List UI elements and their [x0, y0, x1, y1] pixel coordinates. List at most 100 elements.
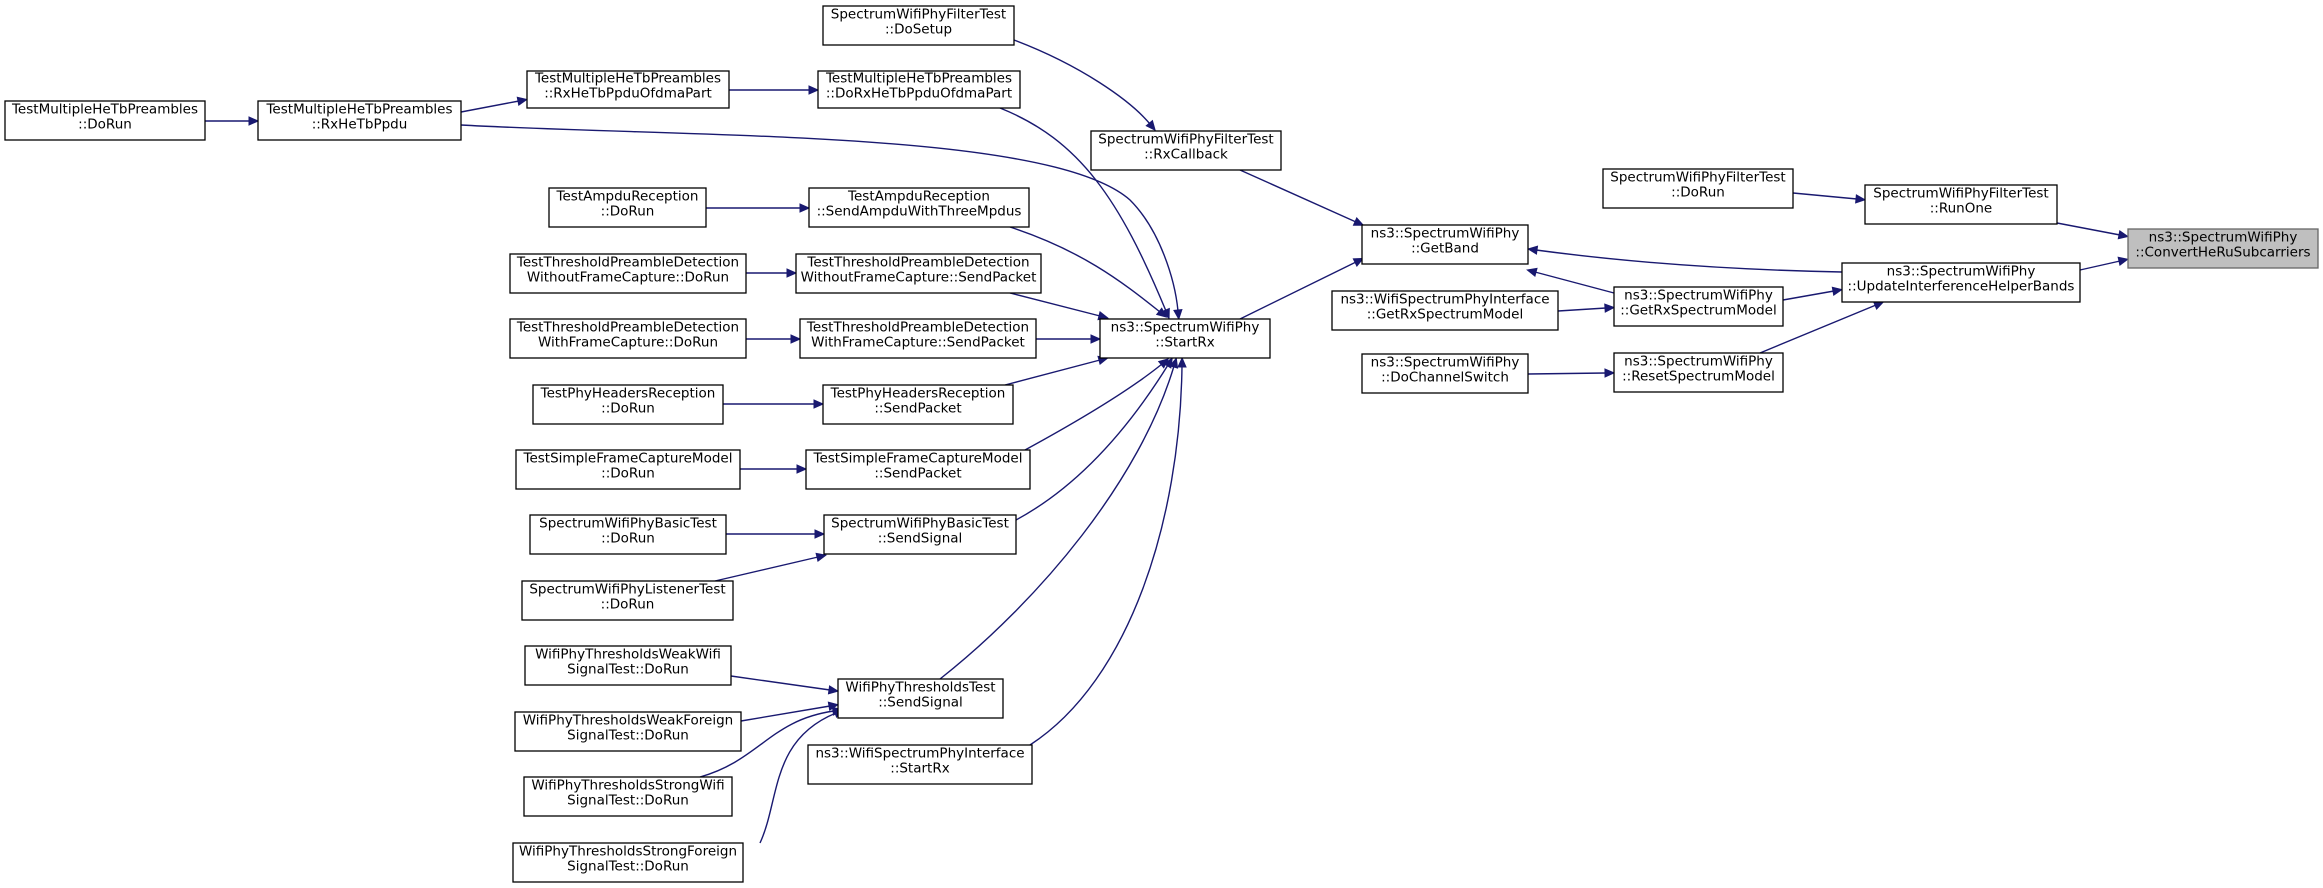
edge-ttwo_dorun-to-ttwo_send	[746, 268, 798, 278]
node-label-line: SpectrumWifiPhyFilterTest	[831, 7, 1006, 23]
edge-line	[1024, 363, 1163, 451]
node-label-line: ::GetRxSpectrumModel	[1367, 307, 1523, 323]
node-ttw-dorun[interactable]: TestThresholdPreambleDetectionWithFrameC…	[509, 318, 747, 359]
node-swp-convert[interactable]: ns3::SpectrumWifiPhy::ConvertHeRuSubcarr…	[2127, 228, 2319, 269]
node-label-line: TestThresholdPreambleDetection	[516, 255, 739, 271]
node-mh-rxofdma[interactable]: TestMultipleHeTbPreambles::RxHeTbPpduOfd…	[526, 70, 730, 109]
edge-ttwo_send-to-swp_startrx	[1009, 292, 1109, 321]
node-box	[808, 187, 1030, 228]
node-swp-reset[interactable]: ns3::SpectrumWifiPhy::ResetSpectrumModel	[1613, 352, 1784, 393]
node-label-line: ::DoRxHeTbPpduOfdmaPart	[826, 86, 1012, 102]
edge-line	[1239, 169, 1357, 223]
node-label-line: ::DoRun	[1671, 185, 1725, 201]
edge-swb_send-to-swp_startrx	[1015, 357, 1173, 521]
node-mh-dorun[interactable]: TestMultipleHeTbPreambles::DoRun	[4, 100, 206, 141]
node-wtwf-dorun[interactable]: WifiPhyThresholdsWeakForeignSignalTest::…	[514, 711, 742, 752]
edge-line	[699, 710, 835, 778]
node-label-line: TestMultipleHeTbPreambles	[265, 102, 452, 118]
edge-ttw_dorun-to-ttw_send	[746, 334, 802, 344]
node-sfc-send[interactable]: TestSimpleFrameCaptureModel::SendPacket	[805, 449, 1031, 490]
node-sf-dorun[interactable]: SpectrumWifiPhyFilterTest::DoRun	[1602, 168, 1794, 209]
edge-line	[1009, 226, 1161, 313]
node-ta-send[interactable]: TestAmpduReception::SendAmpduWithThreeMp…	[808, 187, 1030, 228]
arrowhead	[827, 685, 840, 695]
node-box	[822, 5, 1015, 46]
edge-line	[714, 556, 819, 582]
node-ta-dorun[interactable]: TestAmpduReception::DoRun	[548, 187, 707, 228]
node-label-line: ::RxHeTbPpduOfdmaPart	[544, 86, 712, 102]
node-label-line: WifiPhyThresholdsWeakWifi	[535, 647, 721, 663]
arrowhead	[1526, 245, 1539, 255]
node-box	[548, 187, 707, 228]
node-wspi-getrx[interactable]: ns3::WifiSpectrumPhyInterface::GetRxSpec…	[1331, 290, 1559, 331]
node-box	[795, 253, 1042, 294]
node-label-line: ::UpdateInterferenceHelperBands	[1848, 279, 2075, 295]
node-swp-update[interactable]: ns3::SpectrumWifiPhy::UpdateInterference…	[1841, 262, 2081, 303]
node-swp-getband[interactable]: ns3::SpectrumWifiPhy::GetBand	[1361, 224, 1529, 265]
node-box	[529, 514, 727, 555]
edge-wt_send-to-swp_startrx	[939, 357, 1179, 680]
edge-ta_send-to-swp_startrx	[1009, 226, 1168, 318]
node-wtww-dorun[interactable]: WifiPhyThresholdsWeakWifiSignalTest::DoR…	[524, 645, 732, 686]
node-label-line: TestAmpduReception	[847, 189, 990, 205]
node-swp-dochan[interactable]: ns3::SpectrumWifiPhy::DoChannelSwitch	[1361, 353, 1529, 394]
arrowhead	[1173, 309, 1183, 321]
edge-line	[1782, 290, 1835, 301]
node-label-line: TestMultipleHeTbPreambles	[534, 71, 721, 87]
arrowhead	[2117, 230, 2130, 240]
node-wtsw-dorun[interactable]: WifiPhyThresholdsStrongWifiSignalTest::D…	[523, 776, 733, 817]
arrowhead	[814, 529, 826, 539]
node-label-line: ::StartRx	[890, 761, 949, 777]
edge-ttw_send-to-swp_startrx	[1036, 334, 1102, 344]
node-label-line: TestPhyHeadersReception	[540, 386, 716, 402]
node-mh-dorxofdma[interactable]: TestMultipleHeTbPreambles::DoRxHeTbPpduO…	[817, 70, 1021, 109]
node-label-line: WithFrameCapture::SendPacket	[811, 335, 1025, 351]
arrowhead	[1872, 301, 1885, 310]
node-mh-rx[interactable]: TestMultipleHeTbPreambles::RxHeTbPpdu	[257, 100, 462, 141]
node-box	[805, 449, 1031, 490]
node-label-line: ::ResetSpectrumModel	[1622, 369, 1775, 385]
node-label-line: ::DoRun	[78, 117, 132, 133]
node-ttw-send[interactable]: TestThresholdPreambleDetectionWithFrameC…	[799, 318, 1037, 359]
edge-wspi_startrx-to-swp_startrx	[1029, 356, 1187, 746]
edge-line	[740, 705, 831, 722]
edge-line	[2079, 260, 2121, 271]
arrowhead	[808, 85, 820, 95]
edge-swp_getrx-to-swp_update	[1782, 286, 1844, 301]
node-label-line: ::StartRx	[1155, 335, 1214, 351]
node-swb-send[interactable]: SpectrumWifiPhyBasicTest::SendSignal	[823, 514, 1017, 555]
node-ttwo-dorun[interactable]: TestThresholdPreambleDetectionWithoutFra…	[509, 253, 747, 294]
node-sf-runone[interactable]: SpectrumWifiPhyFilterTest::RunOne	[1864, 184, 2058, 225]
arrowhead	[1604, 303, 1616, 313]
edge-swp_getrx-to-swp_getband	[1526, 267, 1615, 294]
node-swl-dorun[interactable]: SpectrumWifiPhyListenerTest::DoRun	[521, 580, 734, 621]
node-box	[2127, 228, 2319, 269]
arrowhead	[1090, 334, 1102, 344]
arrowhead	[799, 203, 811, 213]
edge-wtwf_dorun-to-wt_send	[740, 701, 840, 722]
node-label-line: TestThresholdPreambleDetection	[516, 320, 739, 336]
node-swp-getrx[interactable]: ns3::SpectrumWifiPhy::GetRxSpectrumModel	[1613, 286, 1784, 327]
node-box	[524, 645, 732, 686]
node-label-line: TestSimpleFrameCaptureModel	[523, 451, 733, 467]
node-label-line: ::GetBand	[1411, 241, 1479, 257]
node-sf-rxcb[interactable]: SpectrumWifiPhyFilterTest::RxCallback	[1090, 130, 1282, 171]
node-wt-send[interactable]: WifiPhyThresholdsTest::SendSignal	[837, 678, 1004, 719]
node-swp-startrx[interactable]: ns3::SpectrumWifiPhy::StartRx	[1099, 318, 1271, 359]
node-label-line: TestPhyHeadersReception	[830, 386, 1006, 402]
node-ttwo-send[interactable]: TestThresholdPreambleDetectionWithoutFra…	[795, 253, 1042, 294]
node-wtsf-dorun[interactable]: WifiPhyThresholdsStrongForeignSignalTest…	[512, 842, 744, 883]
edge-swp_update-to-swp_convert	[2079, 256, 2130, 271]
node-sf-dosetup[interactable]: SpectrumWifiPhyFilterTest::DoSetup	[822, 5, 1015, 46]
node-phr-dorun[interactable]: TestPhyHeadersReception::DoRun	[532, 384, 724, 425]
node-box	[1613, 286, 1784, 327]
edge-sf_dosetup-to-sf_rxcb	[1013, 39, 1156, 132]
node-wspi-startrx[interactable]: ns3::WifiSpectrumPhyInterface::StartRx	[807, 744, 1033, 785]
edge-phr_dorun-to-phr_send	[723, 399, 825, 409]
node-phr-send[interactable]: TestPhyHeadersReception::SendPacket	[822, 384, 1014, 425]
node-swb-dorun[interactable]: SpectrumWifiPhyBasicTest::DoRun	[529, 514, 727, 555]
node-sfc-dorun[interactable]: TestSimpleFrameCaptureModel::DoRun	[515, 449, 741, 490]
node-label-line: WithoutFrameCapture::DoRun	[527, 270, 729, 286]
edge-line	[1239, 261, 1357, 320]
node-label-line: ns3::SpectrumWifiPhy	[1371, 226, 1520, 242]
